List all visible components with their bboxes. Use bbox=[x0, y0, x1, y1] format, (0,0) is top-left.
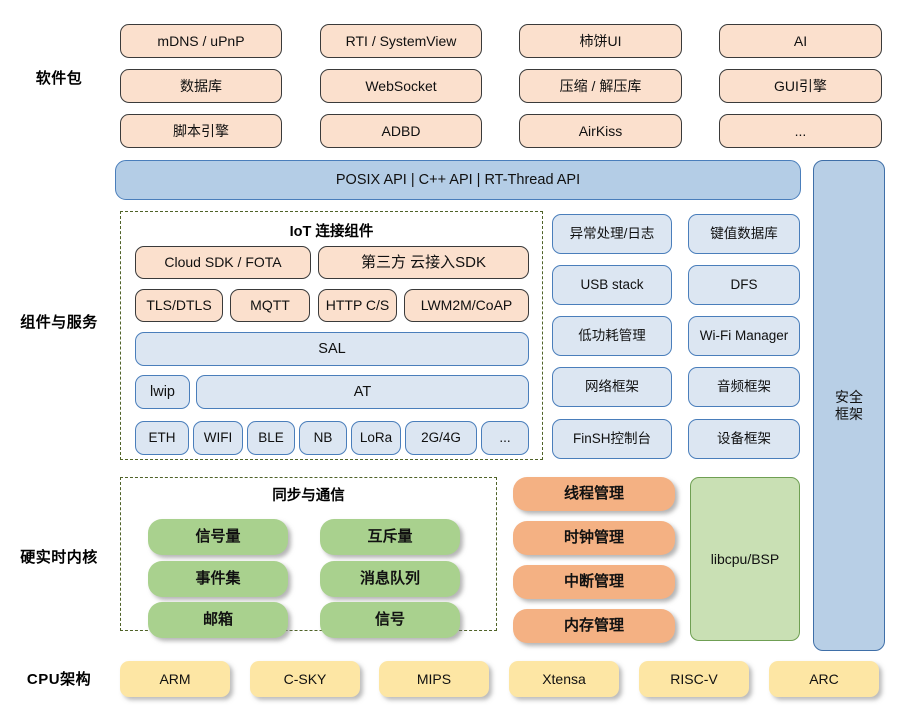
section-label-components-services: 组件与服务 bbox=[20, 313, 98, 331]
package-box[interactable]: mDNS / uPnP bbox=[120, 24, 282, 58]
link-box[interactable]: BLE bbox=[247, 421, 295, 455]
component-box[interactable]: 设备框架 bbox=[688, 419, 800, 459]
kernel-sync-group: 同步与通信 bbox=[120, 477, 497, 631]
package-box[interactable]: ADBD bbox=[320, 114, 482, 148]
api-bar[interactable]: POSIX API | C++ API | RT-Thread API bbox=[115, 160, 801, 200]
kernel-sync-box[interactable]: 邮箱 bbox=[148, 602, 288, 638]
component-box[interactable]: FinSH控制台 bbox=[552, 419, 672, 459]
component-box[interactable]: 键值数据库 bbox=[688, 214, 800, 254]
lwip-box[interactable]: lwip bbox=[135, 375, 190, 409]
link-box[interactable]: LoRa bbox=[351, 421, 401, 455]
component-box[interactable]: 音频框架 bbox=[688, 367, 800, 407]
cpu-arch-box[interactable]: Xtensa bbox=[509, 661, 619, 697]
kernel-management-box[interactable]: 时钟管理 bbox=[513, 521, 675, 555]
component-box[interactable]: DFS bbox=[688, 265, 800, 305]
cpu-arch-box[interactable]: ARC bbox=[769, 661, 879, 697]
iot-sdk-box[interactable]: Cloud SDK / FOTA bbox=[135, 246, 311, 279]
link-box[interactable]: 2G/4G bbox=[405, 421, 477, 455]
iot-sdk-box[interactable]: 第三方 云接入SDK bbox=[318, 246, 529, 279]
iot-protocol-box[interactable]: HTTP C/S bbox=[318, 289, 397, 322]
component-box[interactable]: Wi-Fi Manager bbox=[688, 316, 800, 356]
at-box[interactable]: AT bbox=[196, 375, 529, 409]
cpu-arch-box[interactable]: RISC-V bbox=[639, 661, 749, 697]
package-box[interactable]: 压缩 / 解压库 bbox=[519, 69, 682, 103]
section-label-software-packages: 软件包 bbox=[35, 69, 83, 87]
iot-protocol-box[interactable]: TLS/DTLS bbox=[135, 289, 223, 322]
cpu-arch-box[interactable]: ARM bbox=[120, 661, 230, 697]
package-box[interactable]: RTI / SystemView bbox=[320, 24, 482, 58]
component-box[interactable]: 异常处理/日志 bbox=[552, 214, 672, 254]
package-box[interactable]: AirKiss bbox=[519, 114, 682, 148]
link-box[interactable]: ... bbox=[481, 421, 529, 455]
package-box[interactable]: GUI引擎 bbox=[719, 69, 882, 103]
kernel-sync-box[interactable]: 消息队列 bbox=[320, 561, 460, 597]
package-box[interactable]: 数据库 bbox=[120, 69, 282, 103]
package-box[interactable]: AI bbox=[719, 24, 882, 58]
package-box[interactable]: 柿饼UI bbox=[519, 24, 682, 58]
link-box[interactable]: WIFI bbox=[193, 421, 243, 455]
package-box[interactable]: 脚本引擎 bbox=[120, 114, 282, 148]
package-box[interactable]: ... bbox=[719, 114, 882, 148]
libcpu-bsp-box[interactable]: libcpu/BSP bbox=[690, 477, 800, 641]
security-framework-box[interactable]: 安全 框架 bbox=[813, 160, 885, 651]
kernel-management-box[interactable]: 中断管理 bbox=[513, 565, 675, 599]
kernel-sync-box[interactable]: 信号 bbox=[320, 602, 460, 638]
link-box[interactable]: NB bbox=[299, 421, 347, 455]
cpu-arch-box[interactable]: MIPS bbox=[379, 661, 489, 697]
iot-protocol-box[interactable]: LWM2M/CoAP bbox=[404, 289, 529, 322]
kernel-management-box[interactable]: 线程管理 bbox=[513, 477, 675, 511]
component-box[interactable]: USB stack bbox=[552, 265, 672, 305]
sal-box[interactable]: SAL bbox=[135, 332, 529, 366]
kernel-sync-box[interactable]: 事件集 bbox=[148, 561, 288, 597]
component-box[interactable]: 网络框架 bbox=[552, 367, 672, 407]
section-label-realtime-kernel: 硬实时内核 bbox=[20, 548, 98, 566]
kernel-sync-group-title: 同步与通信 bbox=[272, 488, 345, 504]
kernel-management-box[interactable]: 内存管理 bbox=[513, 609, 675, 643]
iot-group-title: IoT 连接组件 bbox=[289, 224, 374, 240]
cpu-arch-box[interactable]: C-SKY bbox=[250, 661, 360, 697]
link-box[interactable]: ETH bbox=[135, 421, 189, 455]
kernel-sync-box[interactable]: 互斥量 bbox=[320, 519, 460, 555]
iot-protocol-box[interactable]: MQTT bbox=[230, 289, 310, 322]
section-label-cpu-arch: CPU架构 bbox=[26, 670, 92, 688]
iot-connectivity-group: IoT 连接组件 bbox=[120, 211, 543, 460]
kernel-sync-box[interactable]: 信号量 bbox=[148, 519, 288, 555]
component-box[interactable]: 低功耗管理 bbox=[552, 316, 672, 356]
package-box[interactable]: WebSocket bbox=[320, 69, 482, 103]
